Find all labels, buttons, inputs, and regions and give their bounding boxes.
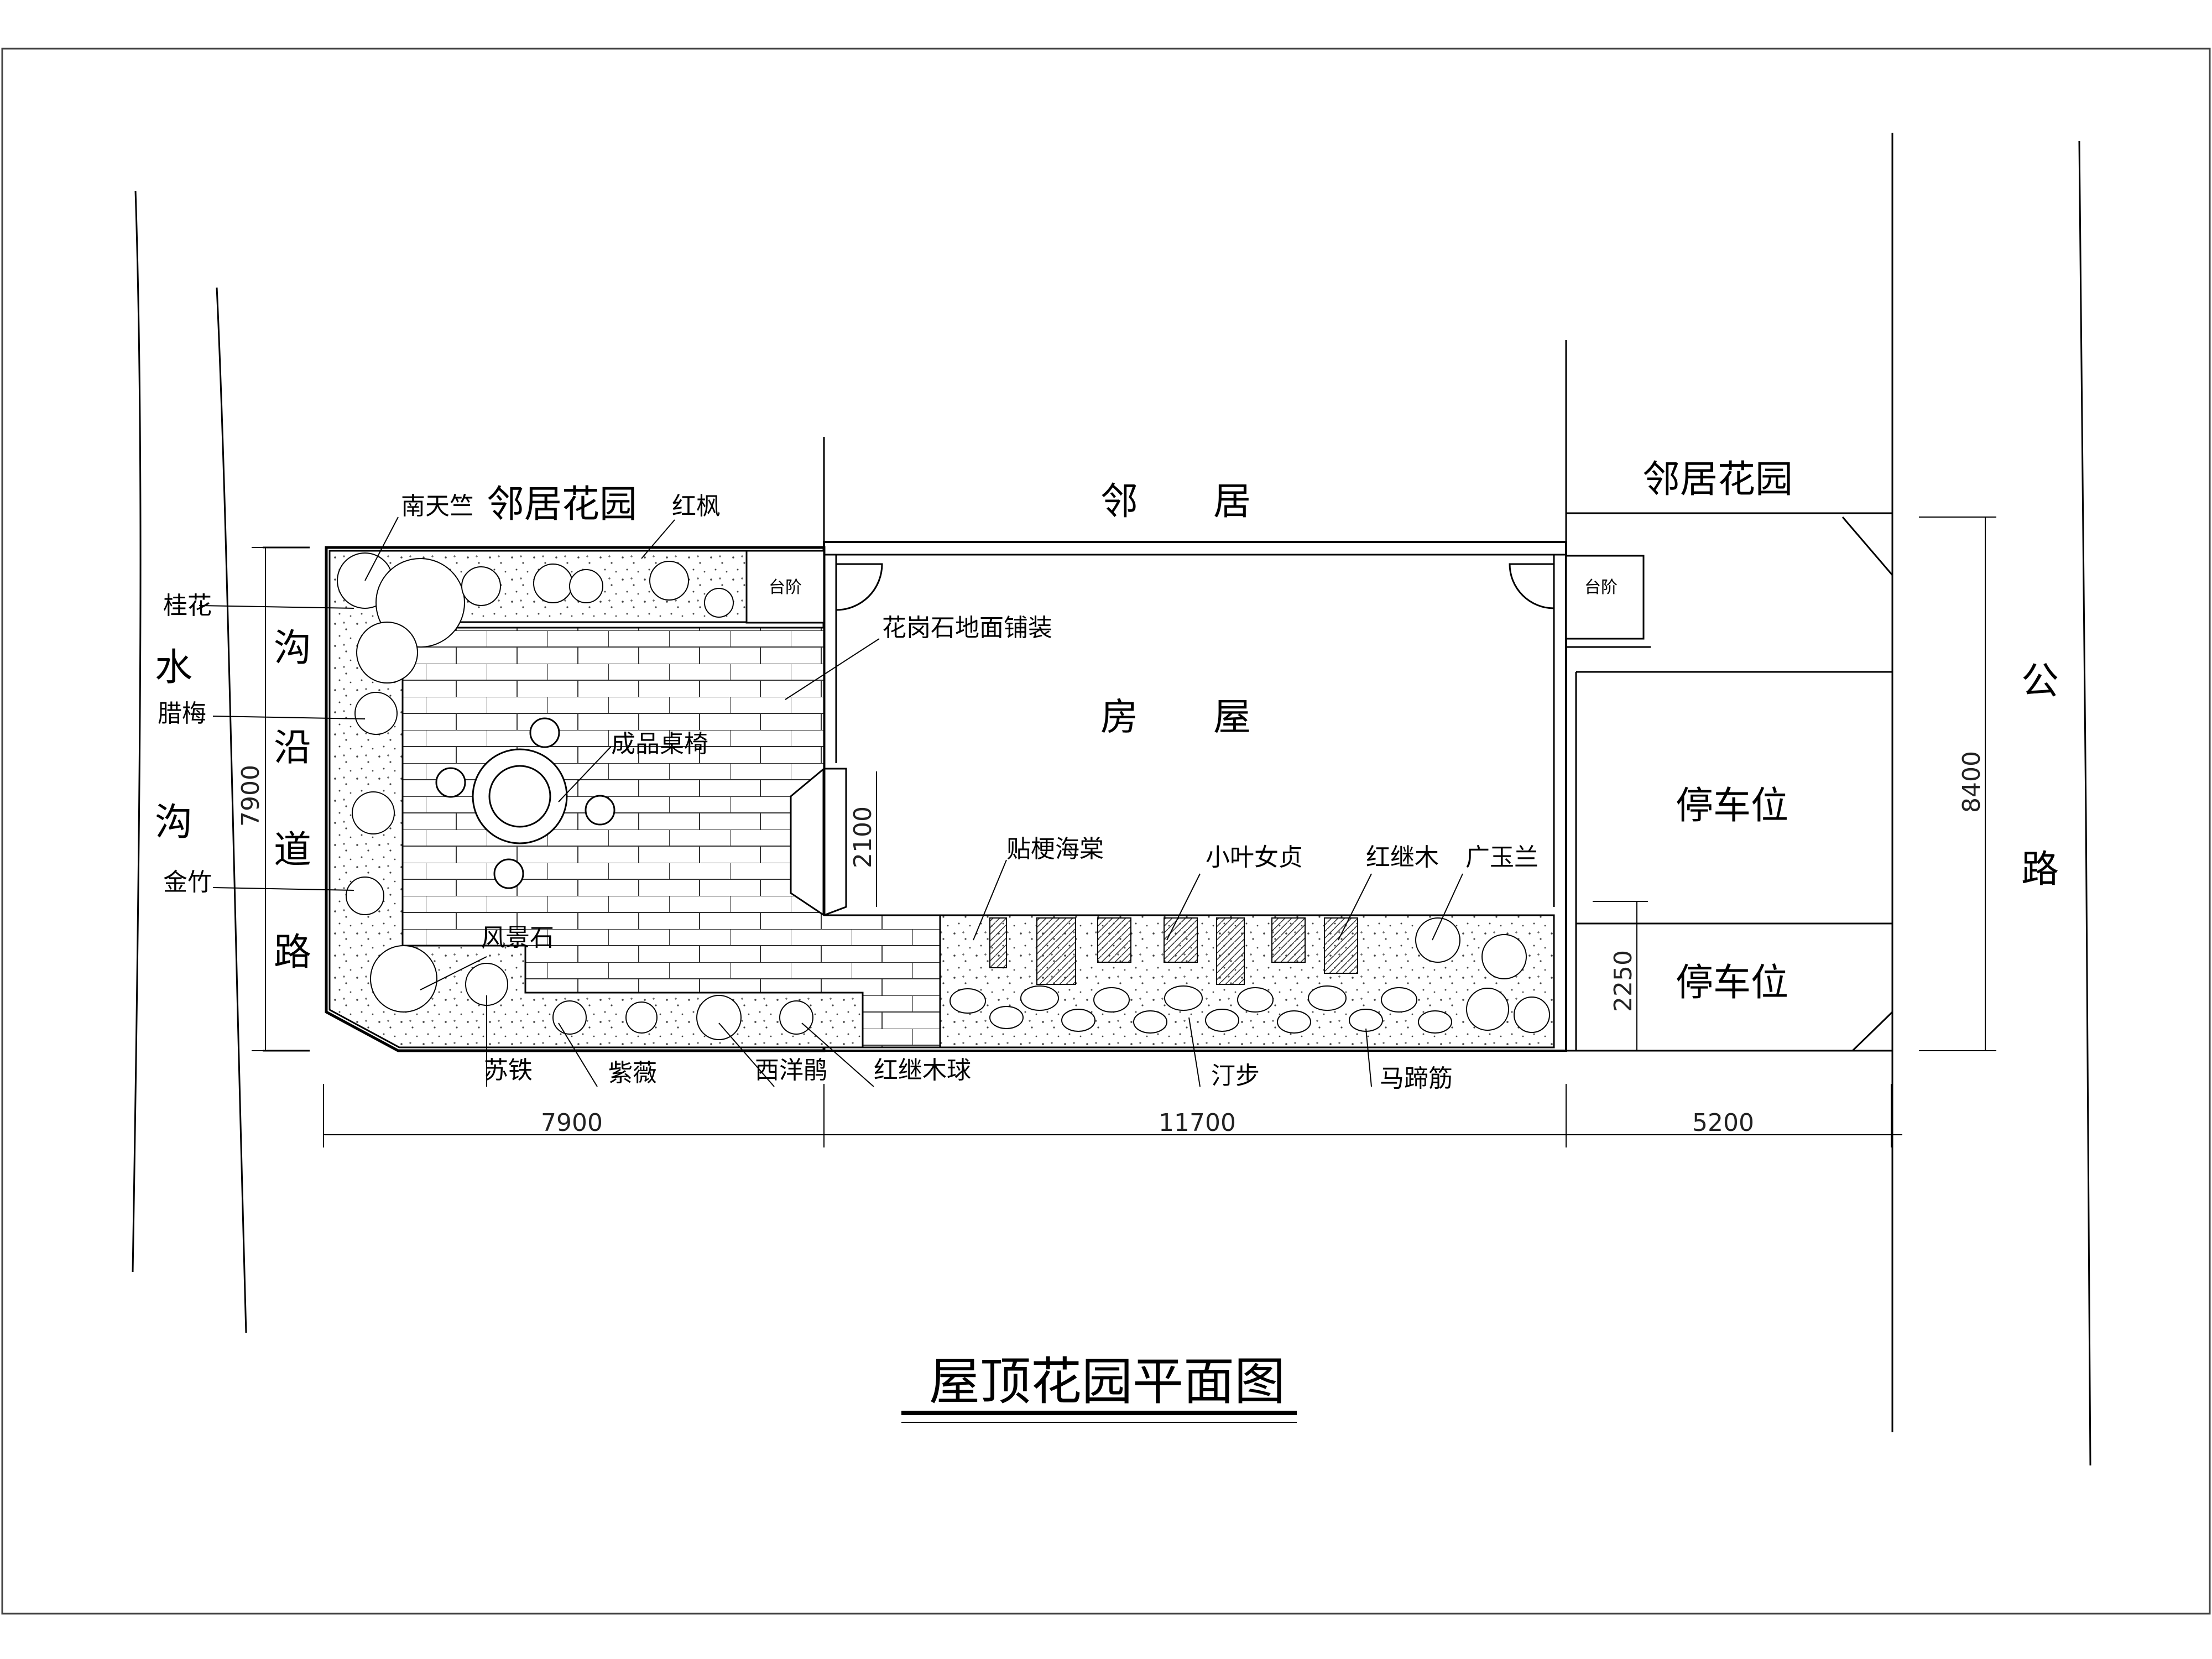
ditch-road-char-2: 沿 <box>274 726 311 770</box>
neighbor-garden-right-label: 邻居花园 <box>1642 458 1793 502</box>
parking-diag <box>1851 1011 1893 1052</box>
water-ditch-char-2: 沟 <box>155 801 192 844</box>
hedge-blocks <box>989 917 1358 985</box>
dim-inner-2100: 2100 <box>849 806 877 868</box>
plant-label-xiyangjuan: 西洋鹃 <box>755 1056 828 1084</box>
house-recess <box>823 768 847 916</box>
dim-left-height: 7900 <box>237 765 265 827</box>
leader-lines <box>199 517 1463 1087</box>
drawing-title: 屋顶花园平面图 <box>929 1352 1285 1411</box>
plant-label-matijin: 马蹄筋 <box>1380 1065 1453 1093</box>
ditch-road-char-4: 路 <box>274 931 311 974</box>
plant-label-ziwei: 紫薇 <box>608 1059 657 1087</box>
house-label: 房 屋 <box>1100 696 1251 739</box>
dim-bottom-mid: 11700 <box>1159 1109 1236 1137</box>
neighbor-garden-diag <box>1841 517 1893 576</box>
dim-bottom-right: 5200 <box>1692 1109 1754 1137</box>
plant-label-hongfeng: 红枫 <box>672 492 721 520</box>
plant-label-sutie: 苏铁 <box>484 1056 533 1084</box>
dimension-lines <box>252 517 1996 1147</box>
steps-right-label: 台阶 <box>1584 578 1618 597</box>
ditch-edge-left <box>132 190 142 1272</box>
ditch-edge-right <box>216 287 247 1333</box>
plant-symbols <box>337 552 1550 1040</box>
plant-label-fengjingshi: 风景石 <box>481 924 554 952</box>
plant-label-guihua: 桂花 <box>163 592 212 620</box>
plant-label-guangyulan: 广玉兰 <box>1465 843 1538 872</box>
public-road-char-1: 公 <box>2021 660 2059 703</box>
plant-label-hongjimu: 红继木 <box>1366 843 1439 872</box>
door-arc-left <box>835 563 883 611</box>
public-road-char-2: 路 <box>2021 848 2059 891</box>
plant-label-hongjimuqiu: 红继木球 <box>874 1056 971 1084</box>
steps-left-label: 台阶 <box>769 578 802 597</box>
plant-label-chengpin: 成品桌椅 <box>611 730 708 758</box>
plant-label-nantianzhu: 南天竺 <box>401 492 474 520</box>
plant-label-huagang: 花岗石地面铺装 <box>882 614 1052 642</box>
dim-right-8400: 8400 <box>1958 751 1986 813</box>
water-ditch-char-1: 水 <box>155 646 192 690</box>
ditch-road-char-1: 沟 <box>274 627 311 670</box>
dim-right-2250: 2250 <box>1609 950 1637 1012</box>
road-edge-2 <box>2078 140 2091 1466</box>
plant-label-xiaoye: 小叶女贞 <box>1206 843 1303 872</box>
plant-label-lamei: 腊梅 <box>158 700 206 728</box>
plant-label-jinzhu: 金竹 <box>163 868 212 896</box>
ditch-road-char-3: 道 <box>274 828 311 872</box>
door-arc-right <box>1509 563 1555 609</box>
steps-right-box <box>1565 555 1645 640</box>
neighbor-label: 邻 居 <box>1100 480 1251 524</box>
shrub-strip <box>939 914 1555 1048</box>
parking-label-1: 停车位 <box>1676 784 1788 828</box>
plant-label-tingbu: 汀步 <box>1211 1062 1260 1090</box>
plant-label-tiegeng: 贴梗海棠 <box>1006 835 1104 863</box>
stepping-stones <box>950 985 1452 1034</box>
table-and-chairs <box>435 717 615 889</box>
dim-bottom-left: 7900 <box>541 1109 603 1137</box>
parking-label-2: 停车位 <box>1676 961 1788 1005</box>
neighbor-garden-left-label: 邻居花园 <box>487 483 637 526</box>
steps-left-box <box>745 550 825 624</box>
drawing-frame <box>1 48 2211 1615</box>
